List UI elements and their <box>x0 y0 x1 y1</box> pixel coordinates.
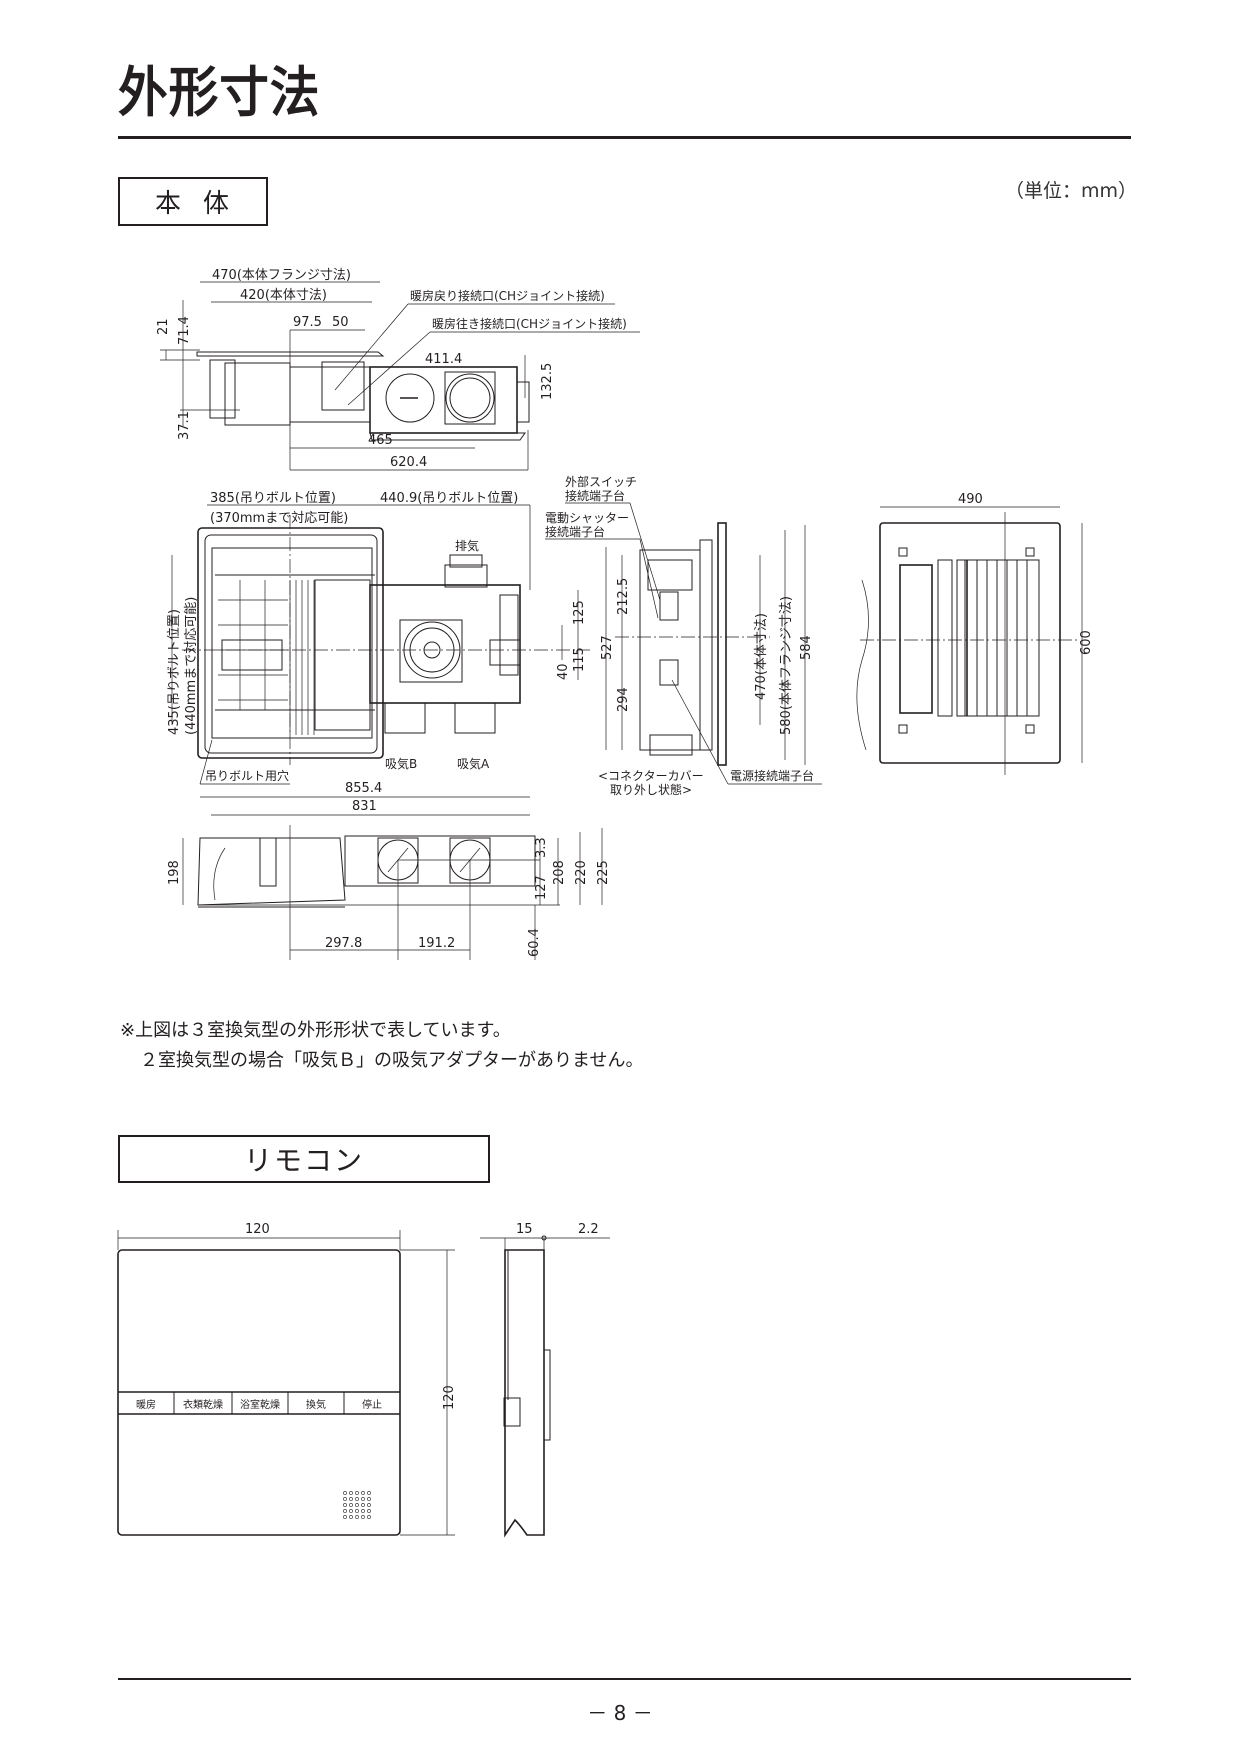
dim-remote-height: 120 <box>442 1385 457 1410</box>
remote-button-ventilate-label: 換気 <box>306 1399 326 1411</box>
remote-button-bath-dry[interactable]: 浴室乾燥 <box>232 1392 288 1414</box>
dim-remote-width: 120 <box>245 1222 270 1237</box>
label-bolt-hole: 吊りボルト用穴 <box>205 768 289 783</box>
label-intake-a: 吸気A <box>457 756 490 771</box>
dim-panel-height: 600 <box>1079 630 1094 655</box>
dim-40: 40 <box>556 663 571 680</box>
dim-97-5: 97.5 <box>293 315 322 330</box>
dim-465: 465 <box>368 433 393 448</box>
remote-button-clothes-dry-label: 衣類乾燥 <box>183 1399 223 1411</box>
note-line-1: ※上図は３室換気型の外形形状で表しています。 <box>120 1020 511 1041</box>
dim-37-1: 37.1 <box>177 411 192 440</box>
remote-speaker-grille <box>343 1491 371 1519</box>
dim-191-2: 191.2 <box>418 936 455 951</box>
dim-3-3: 3.3 <box>534 837 549 858</box>
dim-580: 580(本体フランジ寸法) <box>779 596 794 735</box>
remote-button-ventilate[interactable]: 換気 <box>288 1392 344 1414</box>
dim-470: 470(本体寸法) <box>754 613 769 700</box>
dim-411-4: 411.4 <box>425 352 462 367</box>
dim-panel-width: 490 <box>958 492 983 507</box>
section-label-main-unit: 本体 <box>118 177 268 226</box>
remote-button-clothes-dry[interactable]: 衣類乾燥 <box>174 1392 232 1414</box>
dim-527: 527 <box>600 635 615 660</box>
dim-294: 294 <box>616 687 631 712</box>
section-label-remote: リモコン <box>118 1135 490 1183</box>
dim-flange-width: 470(本体フランジ寸法) <box>212 268 351 283</box>
remote-front-drawing: 120 120 <box>117 1222 457 1536</box>
remote-button-heating-label: 暖房 <box>136 1399 156 1411</box>
cover-note-2: 取り外し状態> <box>610 782 692 797</box>
dim-50: 50 <box>332 315 349 330</box>
callout-return-port: 暖房戻り接続口(CHジョイント接続) <box>410 288 605 303</box>
callout-ext-switch-2: 接続端子台 <box>565 488 625 503</box>
callout-power: 電源接続端子台 <box>730 768 814 783</box>
remote-button-heating[interactable]: 暖房 <box>118 1392 174 1414</box>
callout-ext-switch-1: 外部スイッチ <box>565 474 637 489</box>
dim-225: 225 <box>596 860 611 885</box>
remote-button-stop[interactable]: 停止 <box>344 1392 400 1414</box>
dim-212-5: 212.5 <box>616 578 631 615</box>
top-view-drawing: 470(本体フランジ寸法) 420(本体寸法) 97.5 50 21 71.4 … <box>156 268 640 471</box>
callout-supply-port: 暖房往き接続口(CHジョイント接続) <box>432 316 627 331</box>
dim-127: 127 <box>534 875 549 900</box>
dim-115: 115 <box>572 647 587 672</box>
dim-bolt-435: 435(吊りボルト位置) <box>167 609 182 735</box>
callout-shutter-2: 接続端子台 <box>545 524 605 539</box>
page-number: － 8 － <box>587 1701 653 1725</box>
note-line-2: ２室換気型の場合「吸気Ｂ」の吸気アダプターがありません。 <box>140 1050 644 1071</box>
dim-remote-thickness: 2.2 <box>578 1222 599 1237</box>
dim-71-4: 71.4 <box>177 316 192 345</box>
dim-220: 220 <box>574 860 589 885</box>
callout-shutter-1: 電動シャッター <box>545 511 629 525</box>
dim-831: 831 <box>352 799 377 814</box>
dim-198: 198 <box>167 860 182 885</box>
dim-bolt-385: 385(吊りボルト位置) <box>210 491 336 506</box>
front-view-drawing: 855.4 831 297.8 191.2 198 3.3 127 208 22… <box>167 781 611 960</box>
dim-60-4: 60.4 <box>527 928 542 957</box>
unit-label: （単位：mm） <box>1005 180 1138 202</box>
remote-button-stop-label: 停止 <box>362 1399 382 1411</box>
remote-button-bath-dry-label: 浴室乾燥 <box>240 1399 280 1411</box>
side-view-drawing: 外部スイッチ 接続端子台 電動シャッター 接続端子台 527 212.5 294… <box>545 474 822 797</box>
dim-bolt-440-9: 440.9(吊りボルト位置) <box>380 491 518 506</box>
dim-855-4: 855.4 <box>345 781 382 796</box>
dim-584: 584 <box>799 635 814 660</box>
dim-208: 208 <box>552 860 567 885</box>
dim-remote-depth: 15 <box>516 1222 533 1237</box>
label-intake-b: 吸気B <box>385 756 417 771</box>
remote-side-drawing: 15 2.2 <box>480 1222 610 1538</box>
dim-21: 21 <box>156 318 171 335</box>
dim-125: 125 <box>572 600 587 625</box>
dim-620-4: 620.4 <box>390 455 427 470</box>
dim-bolt-435-note: (440mmまで対応可能) <box>184 597 199 735</box>
plan-view-drawing: 385(吊りボルト位置) (370mmまで対応可能) 440.9(吊りボルト位置… <box>167 491 590 785</box>
cover-note-1: <コネクターカバー <box>598 769 704 783</box>
label-exhaust: 排気 <box>455 538 479 553</box>
remote-button-row: 暖房 衣類乾燥 浴室乾燥 換気 停止 <box>118 1392 400 1414</box>
dim-body-width: 420(本体寸法) <box>240 288 327 303</box>
page-title: 外形寸法 <box>118 61 321 124</box>
footer-rule <box>118 1678 1131 1680</box>
front-panel-drawing: 490 600 <box>856 492 1094 775</box>
title-rule <box>118 136 1131 139</box>
dim-bolt-385-note: (370mmまで対応可能) <box>210 511 348 526</box>
dim-297-8: 297.8 <box>325 936 362 951</box>
dim-132-5: 132.5 <box>540 363 555 400</box>
louver-grille <box>956 559 1040 717</box>
